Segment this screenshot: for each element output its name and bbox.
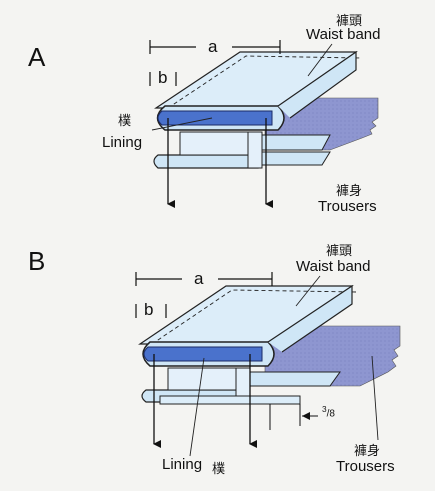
fraction-denominator: 8	[329, 408, 335, 420]
panel-b-lining	[143, 346, 263, 362]
panel-b-lining-en: Lining	[162, 456, 203, 473]
panel-a-lining	[157, 110, 273, 126]
panel-b-trousers-cn: 褲身	[354, 444, 381, 459]
panel-a-waistband-cn: 褲頭	[336, 14, 363, 29]
panel-a-waistband-en: Waist band	[306, 26, 381, 43]
panel-a-lining-cn: 樸	[118, 114, 132, 129]
panel-a-drawing	[149, 40, 379, 208]
panel-b-fraction: 3/8	[322, 404, 335, 420]
panel-a-trousers-en: Trousers	[318, 198, 377, 215]
panel-b-drawing	[135, 272, 401, 457]
panel-b-trousers-en: Trousers	[336, 458, 395, 475]
panel-b-dim-a: a	[194, 269, 204, 288]
panel-b-lining-cn: 樸	[212, 462, 226, 477]
panel-a-letter: A	[28, 42, 46, 72]
panel-b-waistband-en: Waist band	[296, 258, 371, 275]
panel-a-trousers-cn: 褲身	[336, 184, 363, 199]
panel-a-lining-en: Lining	[102, 134, 143, 151]
panel-b-waistband-cn: 褲頭	[326, 244, 353, 259]
panel-b-dim-b: b	[144, 300, 154, 319]
panel-a-dim-a: a	[208, 37, 218, 56]
panel-a-dim-b: b	[158, 68, 168, 87]
fraction-numerator: 3	[322, 404, 327, 414]
panel-b-letter: B	[28, 246, 46, 276]
